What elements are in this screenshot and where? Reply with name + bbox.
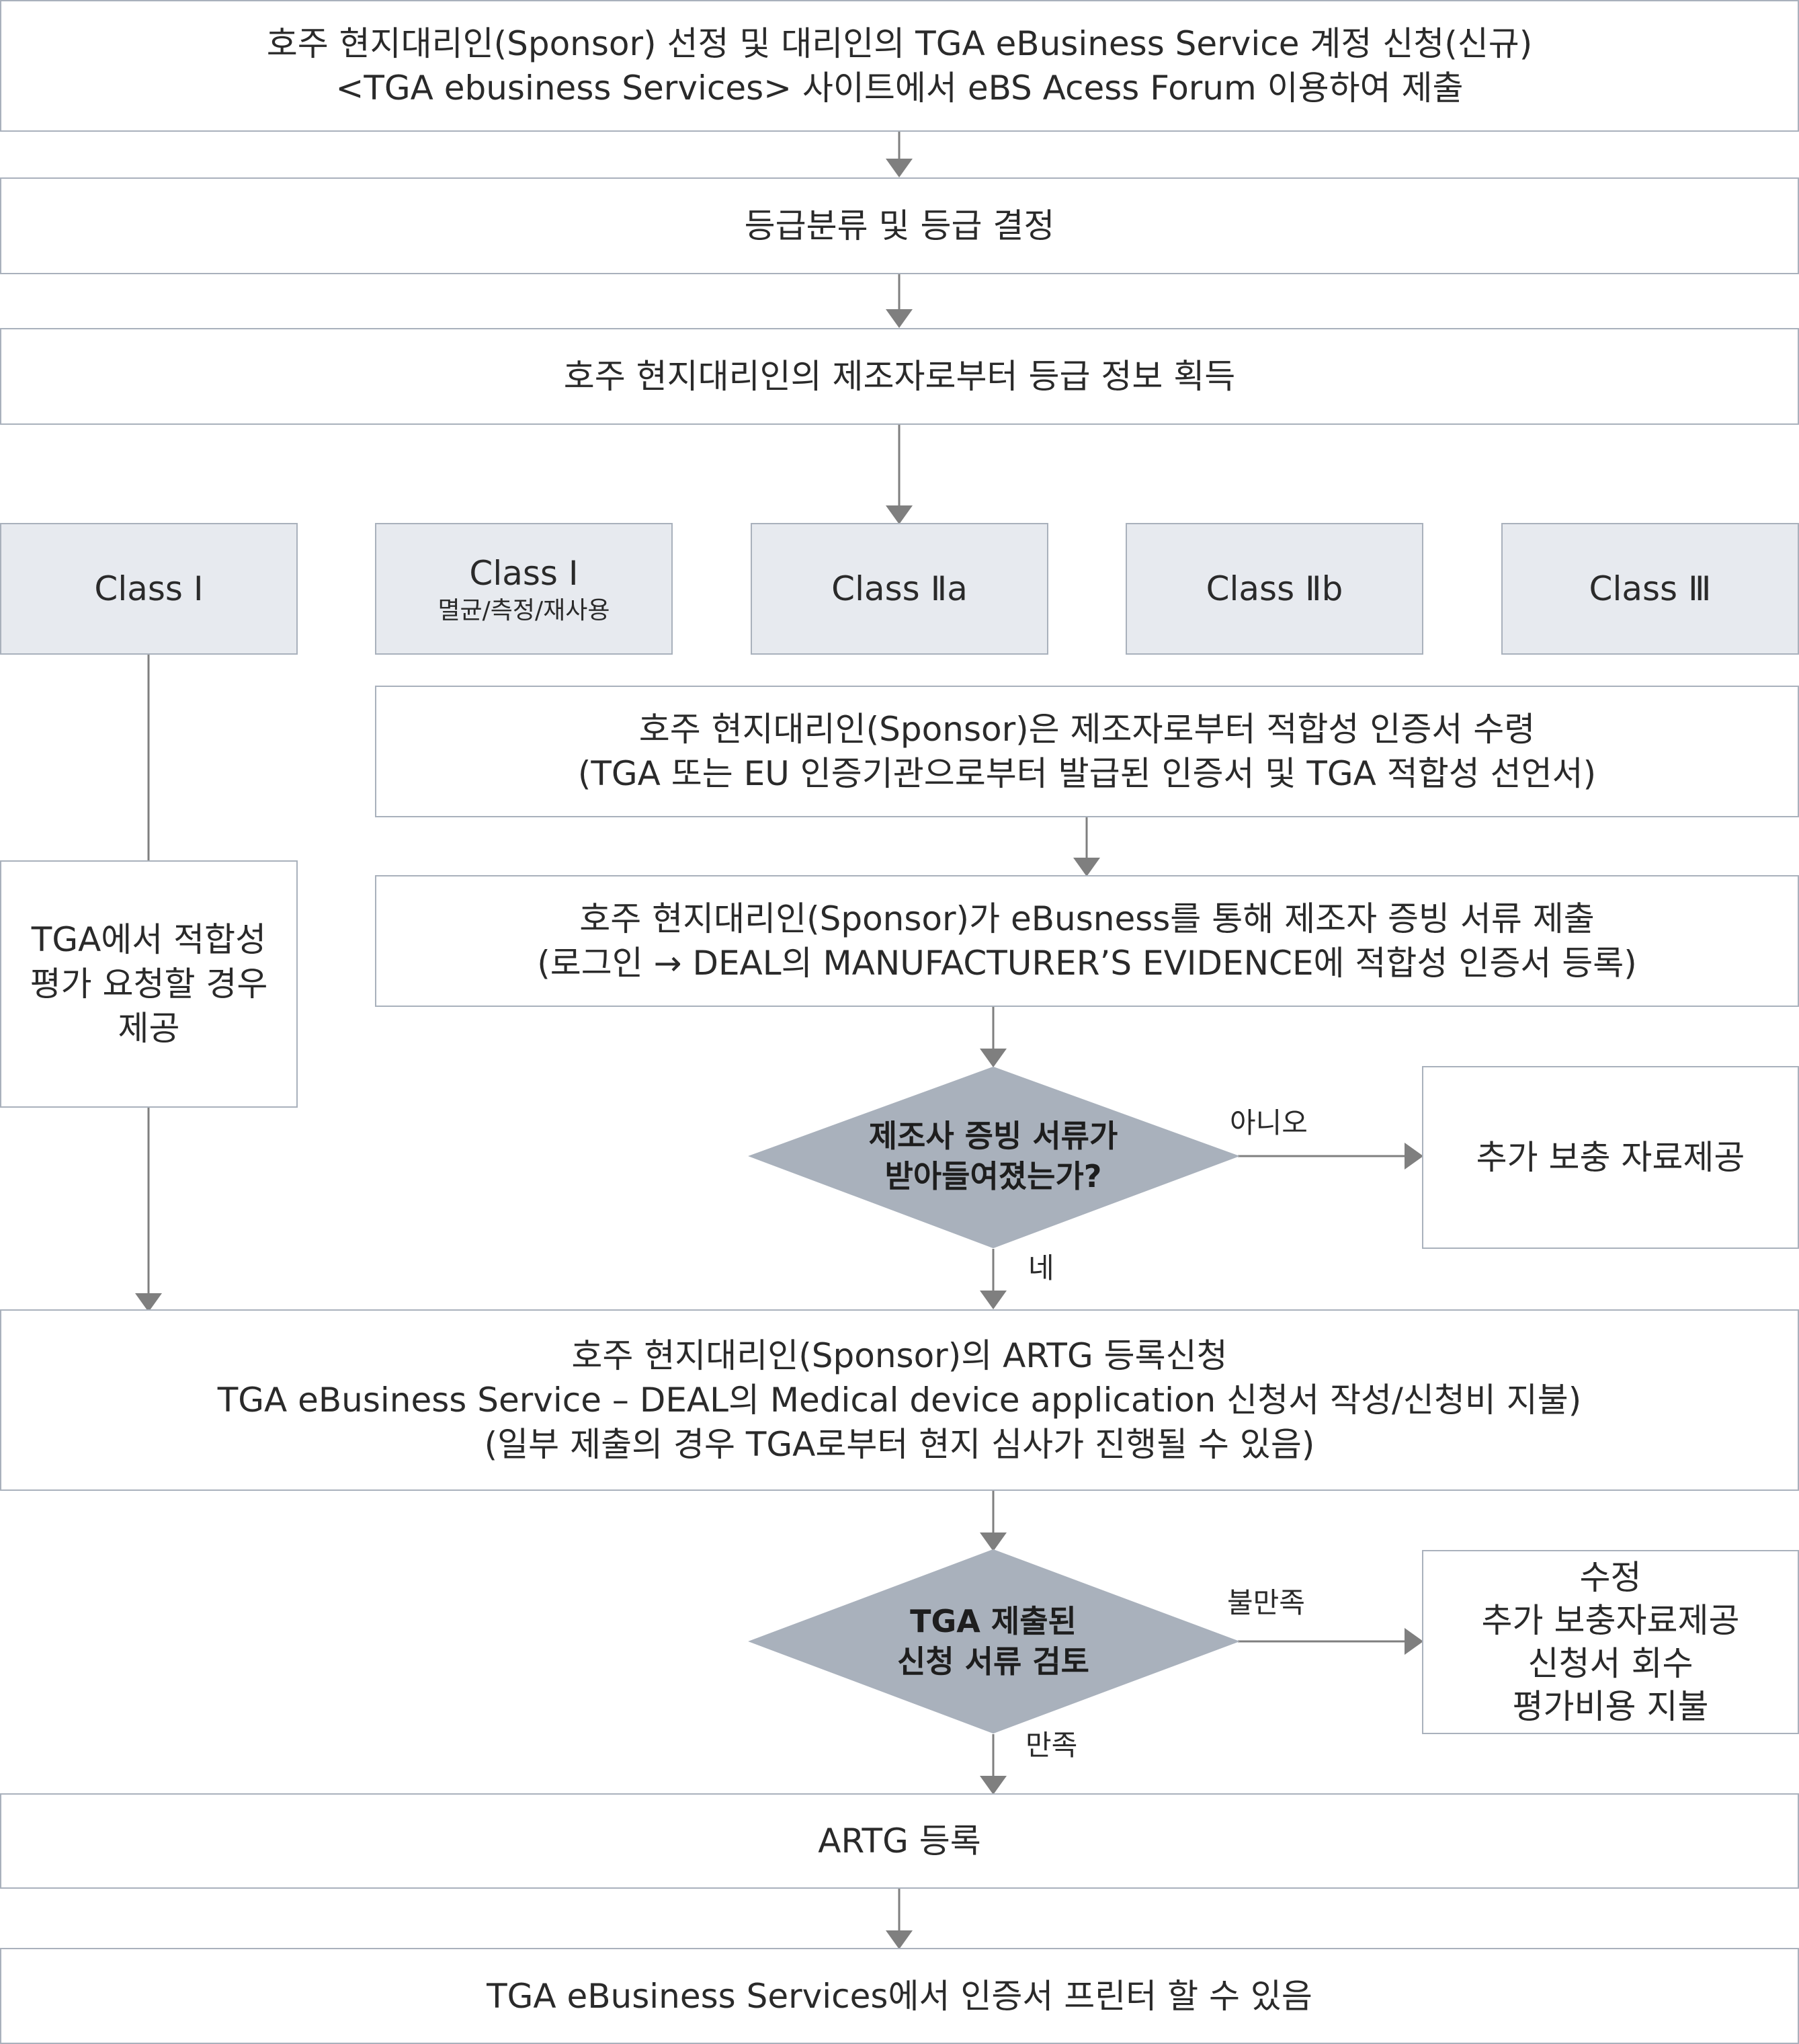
arrowhead xyxy=(1073,858,1100,876)
class-iib-label: Class Ⅱb xyxy=(1206,569,1343,608)
decision-evidence-diamond xyxy=(748,1066,1240,1249)
decision-evidence-label: 제조사 증빙 서류가 받아들여졌는가? xyxy=(793,1102,1194,1210)
arrowhead xyxy=(135,1293,162,1312)
class-i-special-subtitle: 멸균/측정/재사용 xyxy=(437,597,610,624)
decision-review-line1: TGA 제출된 xyxy=(910,1603,1077,1639)
arrowhead xyxy=(1405,1628,1423,1655)
arrowhead xyxy=(980,1049,1007,1067)
step-tga-request: TGA에서 적합성 평가 요청할 경우 제공 xyxy=(0,860,298,1108)
step-revision-line3: 신청서 회수 xyxy=(1528,1644,1693,1683)
edge-label-unsatisfied: 불만족 xyxy=(1227,1586,1305,1619)
step-tga-request-line1: TGA에서 적합성 xyxy=(31,920,267,959)
decision-evidence-line2: 받아들여졌는가? xyxy=(884,1158,1102,1194)
arrowhead xyxy=(886,159,913,177)
arrowhead xyxy=(980,1532,1007,1551)
step-artg-registration-label: ARTG 등록 xyxy=(818,1822,981,1861)
class-iia-label: Class Ⅱa xyxy=(831,569,968,608)
step-artg-registration: ARTG 등록 xyxy=(0,1793,1799,1889)
step-supplement: 추가 보충 자료제공 xyxy=(1422,1066,1799,1249)
step-sponsor-account-line1: 호주 현지대리인(Sponsor) 선정 및 대리인의 TGA eBusines… xyxy=(266,24,1533,63)
step-sponsor-account-line2: <TGA ebusiness Services> 사이트에서 eBS Acess… xyxy=(335,69,1464,108)
step-evidence-submission-line2: (로그인 → DEAL의 MANUFACTURER’S EVIDENCE에 적합… xyxy=(537,944,1637,983)
edge-label-no: 아니오 xyxy=(1230,1106,1308,1139)
step-print-certificate: TGA eBusiness Services에서 인증서 프린터 할 수 있음 xyxy=(0,1948,1799,2044)
step-revision-line4: 평가비용 지불 xyxy=(1512,1687,1709,1726)
decision-evidence-line1: 제조사 증빙 서류가 xyxy=(868,1118,1118,1154)
step-class-info: 호주 현지대리인의 제조자로부터 등급 정보 획득 xyxy=(0,328,1799,425)
step-certificate-receipt-line2: (TGA 또는 EU 인증기관으로부터 발급된 인증서 및 TGA 적합성 선언… xyxy=(577,754,1597,793)
class-iia-box: Class Ⅱa xyxy=(751,523,1048,655)
class-i-special-title: Class Ⅰ xyxy=(469,554,579,593)
step-certificate-receipt: 호주 현지대리인(Sponsor)은 제조자로부터 적합성 인증서 수령 (TG… xyxy=(375,686,1799,817)
step-artg-application-line1: 호주 현지대리인(Sponsor)의 ARTG 등록신청 xyxy=(571,1336,1228,1375)
class-i-special-box: Class Ⅰ 멸균/측정/재사용 xyxy=(375,523,673,655)
step-class-info-label: 호주 현지대리인의 제조자로부터 등급 정보 획득 xyxy=(563,357,1236,396)
step-classification: 등급분류 및 등급 결정 xyxy=(0,177,1799,274)
arrowhead xyxy=(1405,1143,1423,1170)
edge-label-yes: 네 xyxy=(1028,1252,1054,1284)
step-certificate-receipt-line1: 호주 현지대리인(Sponsor)은 제조자로부터 적합성 인증서 수령 xyxy=(638,710,1536,749)
class-i-box: Class Ⅰ xyxy=(0,523,298,655)
arrowhead xyxy=(886,505,913,524)
decision-review-diamond xyxy=(748,1549,1240,1734)
decision-review-label: TGA 제출된 신청 서류 검토 xyxy=(793,1588,1194,1695)
step-sponsor-account: 호주 현지대리인(Sponsor) 선정 및 대리인의 TGA eBusines… xyxy=(0,0,1799,132)
step-artg-application: 호주 현지대리인(Sponsor)의 ARTG 등록신청 TGA eBusine… xyxy=(0,1309,1799,1491)
step-revision-line1: 수정 xyxy=(1579,1558,1642,1597)
class-iii-box: Class Ⅲ xyxy=(1501,523,1799,655)
arrowhead xyxy=(980,1291,1007,1309)
arrowhead xyxy=(980,1776,1007,1795)
step-print-certificate-label: TGA eBusiness Services에서 인증서 프린터 할 수 있음 xyxy=(487,1976,1312,2016)
step-revision: 수정 추가 보충자료제공 신청서 회수 평가비용 지불 xyxy=(1422,1550,1799,1734)
class-i-label: Class Ⅰ xyxy=(94,569,204,608)
step-supplement-label: 추가 보충 자료제공 xyxy=(1476,1138,1745,1177)
arrowhead xyxy=(886,309,913,328)
step-tga-request-line2: 평가 요청할 경우 xyxy=(30,965,268,1004)
step-evidence-submission-line1: 호주 현지대리인(Sponsor)가 eBusness를 통해 제조자 증빙 서… xyxy=(579,899,1595,938)
step-evidence-submission: 호주 현지대리인(Sponsor)가 eBusness를 통해 제조자 증빙 서… xyxy=(375,875,1799,1007)
arrowhead xyxy=(886,1930,913,1949)
step-artg-application-line2: TGA eBusiness Service – DEAL의 Medical de… xyxy=(217,1381,1582,1420)
step-artg-application-line3: (일부 제출의 경우 TGA로부터 현지 심사가 진행될 수 있음) xyxy=(484,1425,1315,1464)
edge-label-satisfied: 만족 xyxy=(1026,1729,1078,1762)
class-iib-box: Class Ⅱb xyxy=(1126,523,1423,655)
decision-review-line2: 신청 서류 검토 xyxy=(897,1643,1089,1680)
step-classification-label: 등급분류 및 등급 결정 xyxy=(744,206,1055,245)
step-tga-request-line3: 제공 xyxy=(118,1009,180,1048)
step-revision-line2: 추가 보충자료제공 xyxy=(1481,1601,1740,1640)
class-iii-label: Class Ⅲ xyxy=(1589,569,1712,608)
